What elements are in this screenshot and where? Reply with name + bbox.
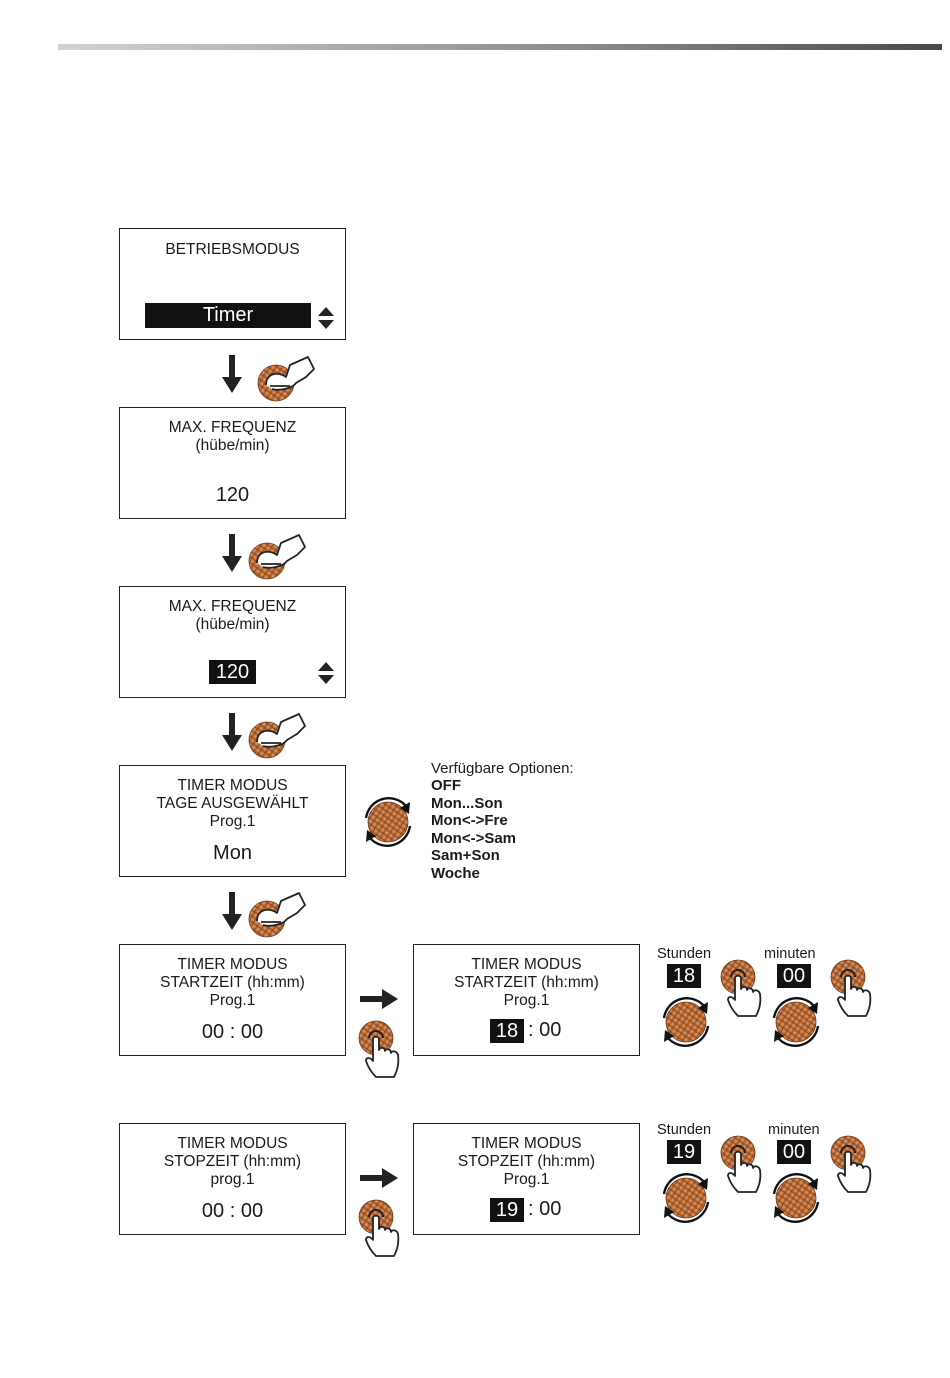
tap-knob-icon <box>720 1134 764 1194</box>
display-startzeit: TIMER MODUS STARTZEIT (hh:mm) Prog.1 00 … <box>119 944 346 1056</box>
minutes-label: minuten <box>764 946 816 962</box>
display-max-frequenz: MAX. FREQUENZ (hübe/min) 120 <box>119 407 346 519</box>
hours-box: 18 <box>667 964 701 988</box>
rotate-knob-icon <box>656 992 716 1052</box>
minutes-box: 00 <box>777 1140 811 1164</box>
display-stopzeit: TIMER MODUS STOPZEIT (hh:mm) prog.1 00 :… <box>119 1123 346 1235</box>
right-arrow-icon <box>360 1168 400 1188</box>
rotate-knob-icon <box>358 792 418 852</box>
display-subtitle: STARTZEIT (hh:mm) <box>454 974 599 991</box>
frequency-value: 120 <box>215 484 250 506</box>
display-program: Prog.1 <box>503 992 550 1009</box>
option-item: Woche <box>431 865 480 882</box>
push-knob-icon <box>247 889 317 939</box>
display-subtitle: STOPZEIT (hh:mm) <box>457 1153 596 1170</box>
display-title: MAX. FREQUENZ <box>168 419 297 436</box>
display-subtitle: STARTZEIT (hh:mm) <box>160 974 305 991</box>
mode-value: Timer <box>145 303 311 328</box>
display-stopzeit-edit: TIMER MODUS STOPZEIT (hh:mm) Prog.1 19 :… <box>413 1123 640 1235</box>
option-item: Sam+Son <box>431 847 500 864</box>
minutes-value: : 00 <box>528 1019 562 1041</box>
display-title: TIMER MODUS <box>471 956 582 973</box>
push-knob-icon <box>247 531 317 581</box>
push-knob-icon <box>256 353 326 403</box>
rotate-knob-icon <box>656 1168 716 1228</box>
minutes-value: : 00 <box>528 1198 562 1220</box>
push-knob-icon <box>247 710 317 760</box>
header-rule <box>58 44 942 50</box>
hours-selected: 19 <box>490 1198 524 1222</box>
display-max-frequenz-edit: MAX. FREQUENZ (hübe/min) 120 <box>119 586 346 698</box>
display-program: Prog.1 <box>209 992 256 1009</box>
display-subtitle: (hübe/min) <box>195 616 270 633</box>
down-arrow-icon <box>222 534 242 574</box>
display-timer-tage: TIMER MODUS TAGE AUSGEWÄHLT Prog.1 Mon <box>119 765 346 877</box>
option-item: OFF <box>431 777 461 794</box>
time-value: 00 : 00 <box>201 1200 264 1222</box>
option-item: Mon...Son <box>431 795 503 812</box>
down-arrow-icon <box>222 713 242 753</box>
hours-label: Stunden <box>657 946 712 962</box>
display-program: prog.1 <box>210 1171 255 1188</box>
display-subtitle: (hübe/min) <box>195 437 270 454</box>
tap-knob-icon <box>358 1198 402 1258</box>
display-title: MAX. FREQUENZ <box>168 598 297 615</box>
down-arrow-icon <box>222 892 242 932</box>
time-value: 00 : 00 <box>201 1021 264 1043</box>
rotate-knob-icon <box>766 992 826 1052</box>
display-startzeit-edit: TIMER MODUS STARTZEIT (hh:mm) Prog.1 18 … <box>413 944 640 1056</box>
display-title: TIMER MODUS <box>471 1135 582 1152</box>
hours-box: 19 <box>667 1140 701 1164</box>
minutes-box: 00 <box>777 964 811 988</box>
options-title: Verfügbare Optionen: <box>431 760 574 777</box>
display-title: TIMER MODUS <box>177 1135 288 1152</box>
option-item: Mon<->Fre <box>431 812 508 829</box>
up-down-icon <box>318 307 334 329</box>
tap-knob-icon <box>358 1019 402 1079</box>
option-item: Mon<->Sam <box>431 830 517 847</box>
up-down-icon <box>318 662 334 684</box>
display-title: BETRIEBSMODUS <box>165 241 300 258</box>
rotate-knob-icon <box>766 1168 826 1228</box>
display-betriebsmodus: BETRIEBSMODUS Timer <box>119 228 346 340</box>
hours-selected: 18 <box>490 1019 524 1043</box>
tap-knob-icon <box>830 1134 874 1194</box>
minutes-label: minuten <box>768 1122 820 1138</box>
display-title: TIMER MODUS <box>177 956 288 973</box>
tap-knob-icon <box>720 958 764 1018</box>
display-subtitle: STOPZEIT (hh:mm) <box>163 1153 302 1170</box>
down-arrow-icon <box>222 355 242 395</box>
tap-knob-icon <box>830 958 874 1018</box>
day-value: Mon <box>213 842 252 864</box>
display-subtitle: TAGE AUSGEWÄHLT <box>156 795 309 812</box>
right-arrow-icon <box>360 989 400 1009</box>
frequency-value-selected: 120 <box>209 660 256 684</box>
display-program: Prog.1 <box>209 813 256 830</box>
hours-label: Stunden <box>657 1122 712 1138</box>
display-title: TIMER MODUS <box>177 777 288 794</box>
display-program: Prog.1 <box>503 1171 550 1188</box>
